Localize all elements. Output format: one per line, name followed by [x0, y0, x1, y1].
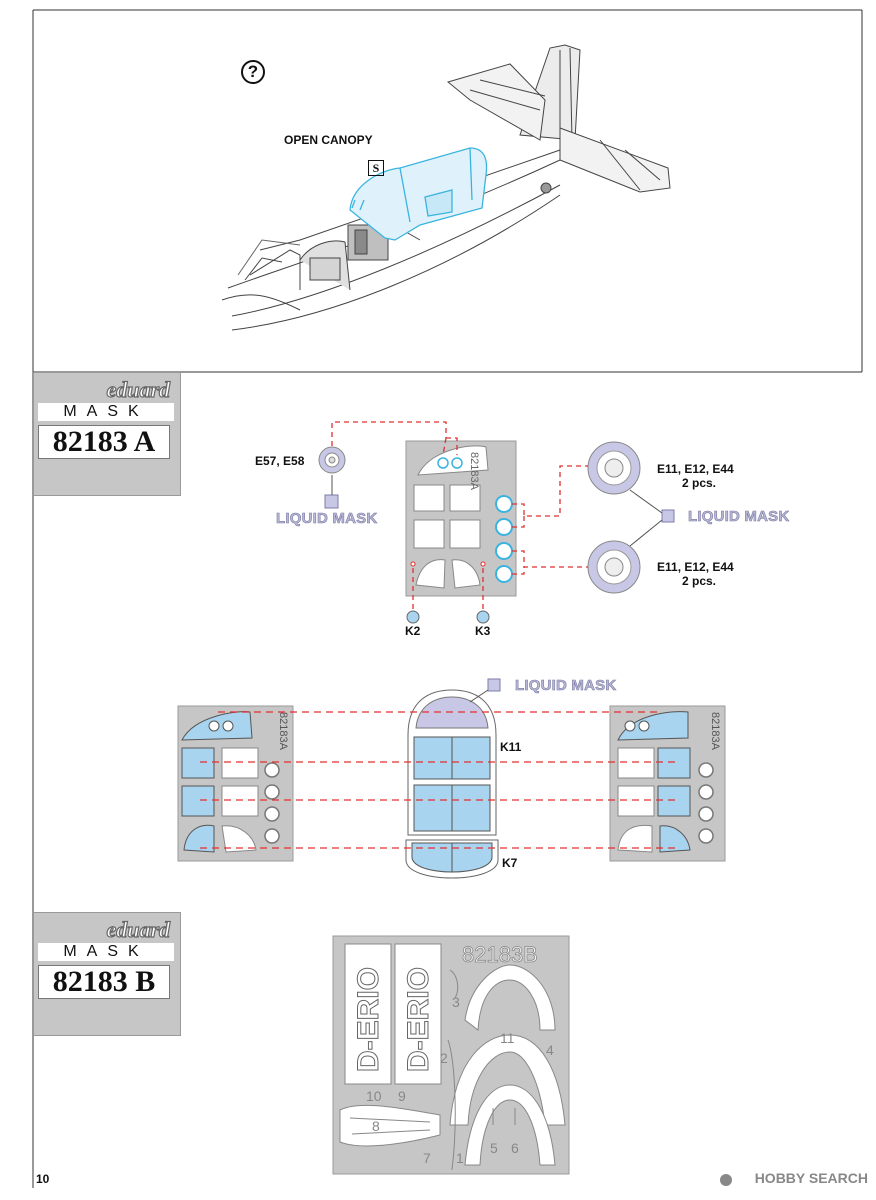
- page-number: 10: [36, 1172, 50, 1186]
- e11-label-top: E11, E12, E44: [657, 462, 734, 476]
- help-icon: ?: [241, 60, 265, 84]
- part-number-6: 6: [511, 1140, 519, 1156]
- canopy-sheet-left: [177, 705, 294, 862]
- mask-b-sheet: [332, 935, 570, 1175]
- aircraft-illustration: [221, 44, 671, 331]
- pcs-top-label: 2 pcs.: [682, 476, 717, 490]
- pcs-bottom-label: 2 pcs.: [682, 574, 717, 588]
- help-symbol: ?: [247, 62, 259, 81]
- part-number-5: 5: [490, 1140, 498, 1156]
- callout-lines-a: [331, 421, 588, 610]
- e11-wheel-top: [587, 441, 641, 495]
- part-number-11: 11: [500, 1030, 515, 1046]
- part-number-8: 8: [372, 1118, 380, 1134]
- step-marker: S: [372, 161, 380, 175]
- part-number-10: 10: [366, 1088, 382, 1104]
- hobby-search-logo-icon: [720, 1174, 732, 1186]
- open-canopy-label: OPEN CANOPY: [284, 133, 373, 147]
- part-number-3: 3: [452, 994, 460, 1010]
- mask-a-type: MASK: [38, 403, 174, 421]
- registration-d-erio-1: D-ERIO: [352, 967, 386, 1073]
- part-number-7: 7: [423, 1150, 431, 1166]
- open-canopy-outline: [349, 147, 488, 241]
- mask-a-code: 82183 A: [38, 425, 170, 459]
- callout-lines-canopy: [200, 711, 678, 849]
- liquid-mask-left-label: LIQUID MASK: [276, 510, 378, 528]
- part-number-9: 9: [398, 1088, 406, 1104]
- mask-b-brand: eduard: [106, 917, 171, 942]
- mask-b-code: 82183 B: [38, 965, 170, 999]
- k7-label: K7: [502, 856, 518, 870]
- e57-e58-label: E57, E58: [255, 454, 305, 468]
- mask-a-sheet: [405, 440, 517, 597]
- part-number-2: 2: [440, 1050, 448, 1066]
- canopy-sheet-code-left: 82183A: [277, 712, 289, 750]
- mask-b-badge: eduard MASK 82183 B: [33, 912, 181, 1036]
- mask-a-sheet-code: 82183A: [468, 452, 480, 490]
- liquid-mask-swatch-right: [661, 509, 675, 523]
- canopy-sheet-right: [609, 705, 726, 862]
- part-number-1: 1: [456, 1150, 464, 1166]
- mask-b-type: MASK: [38, 943, 174, 961]
- part-number-4: 4: [546, 1042, 554, 1058]
- hobby-search-watermark: HOBBY SEARCH: [754, 1170, 868, 1186]
- e11-wheel-bottom: [587, 540, 641, 594]
- k3-label: K3: [475, 624, 491, 638]
- step-marker-box: S: [368, 160, 384, 176]
- mask-a-brand: eduard: [106, 377, 171, 402]
- registration-d-erio-2: D-ERIO: [402, 967, 436, 1073]
- canopy-sheet-code-right: 82183A: [709, 712, 721, 750]
- k11-label: K11: [500, 740, 522, 754]
- liquid-mask-right-label: LIQUID MASK: [688, 508, 790, 526]
- k2-label: K2: [405, 624, 421, 638]
- canopy-liquid-mask-label: LIQUID MASK: [515, 677, 617, 695]
- e57-e58-wheel: [318, 446, 346, 509]
- e11-label-bottom: E11, E12, E44: [657, 560, 734, 574]
- mask-a-badge: eduard MASK 82183 A: [33, 372, 181, 496]
- mask-b-sheet-code: 82183B: [462, 942, 539, 968]
